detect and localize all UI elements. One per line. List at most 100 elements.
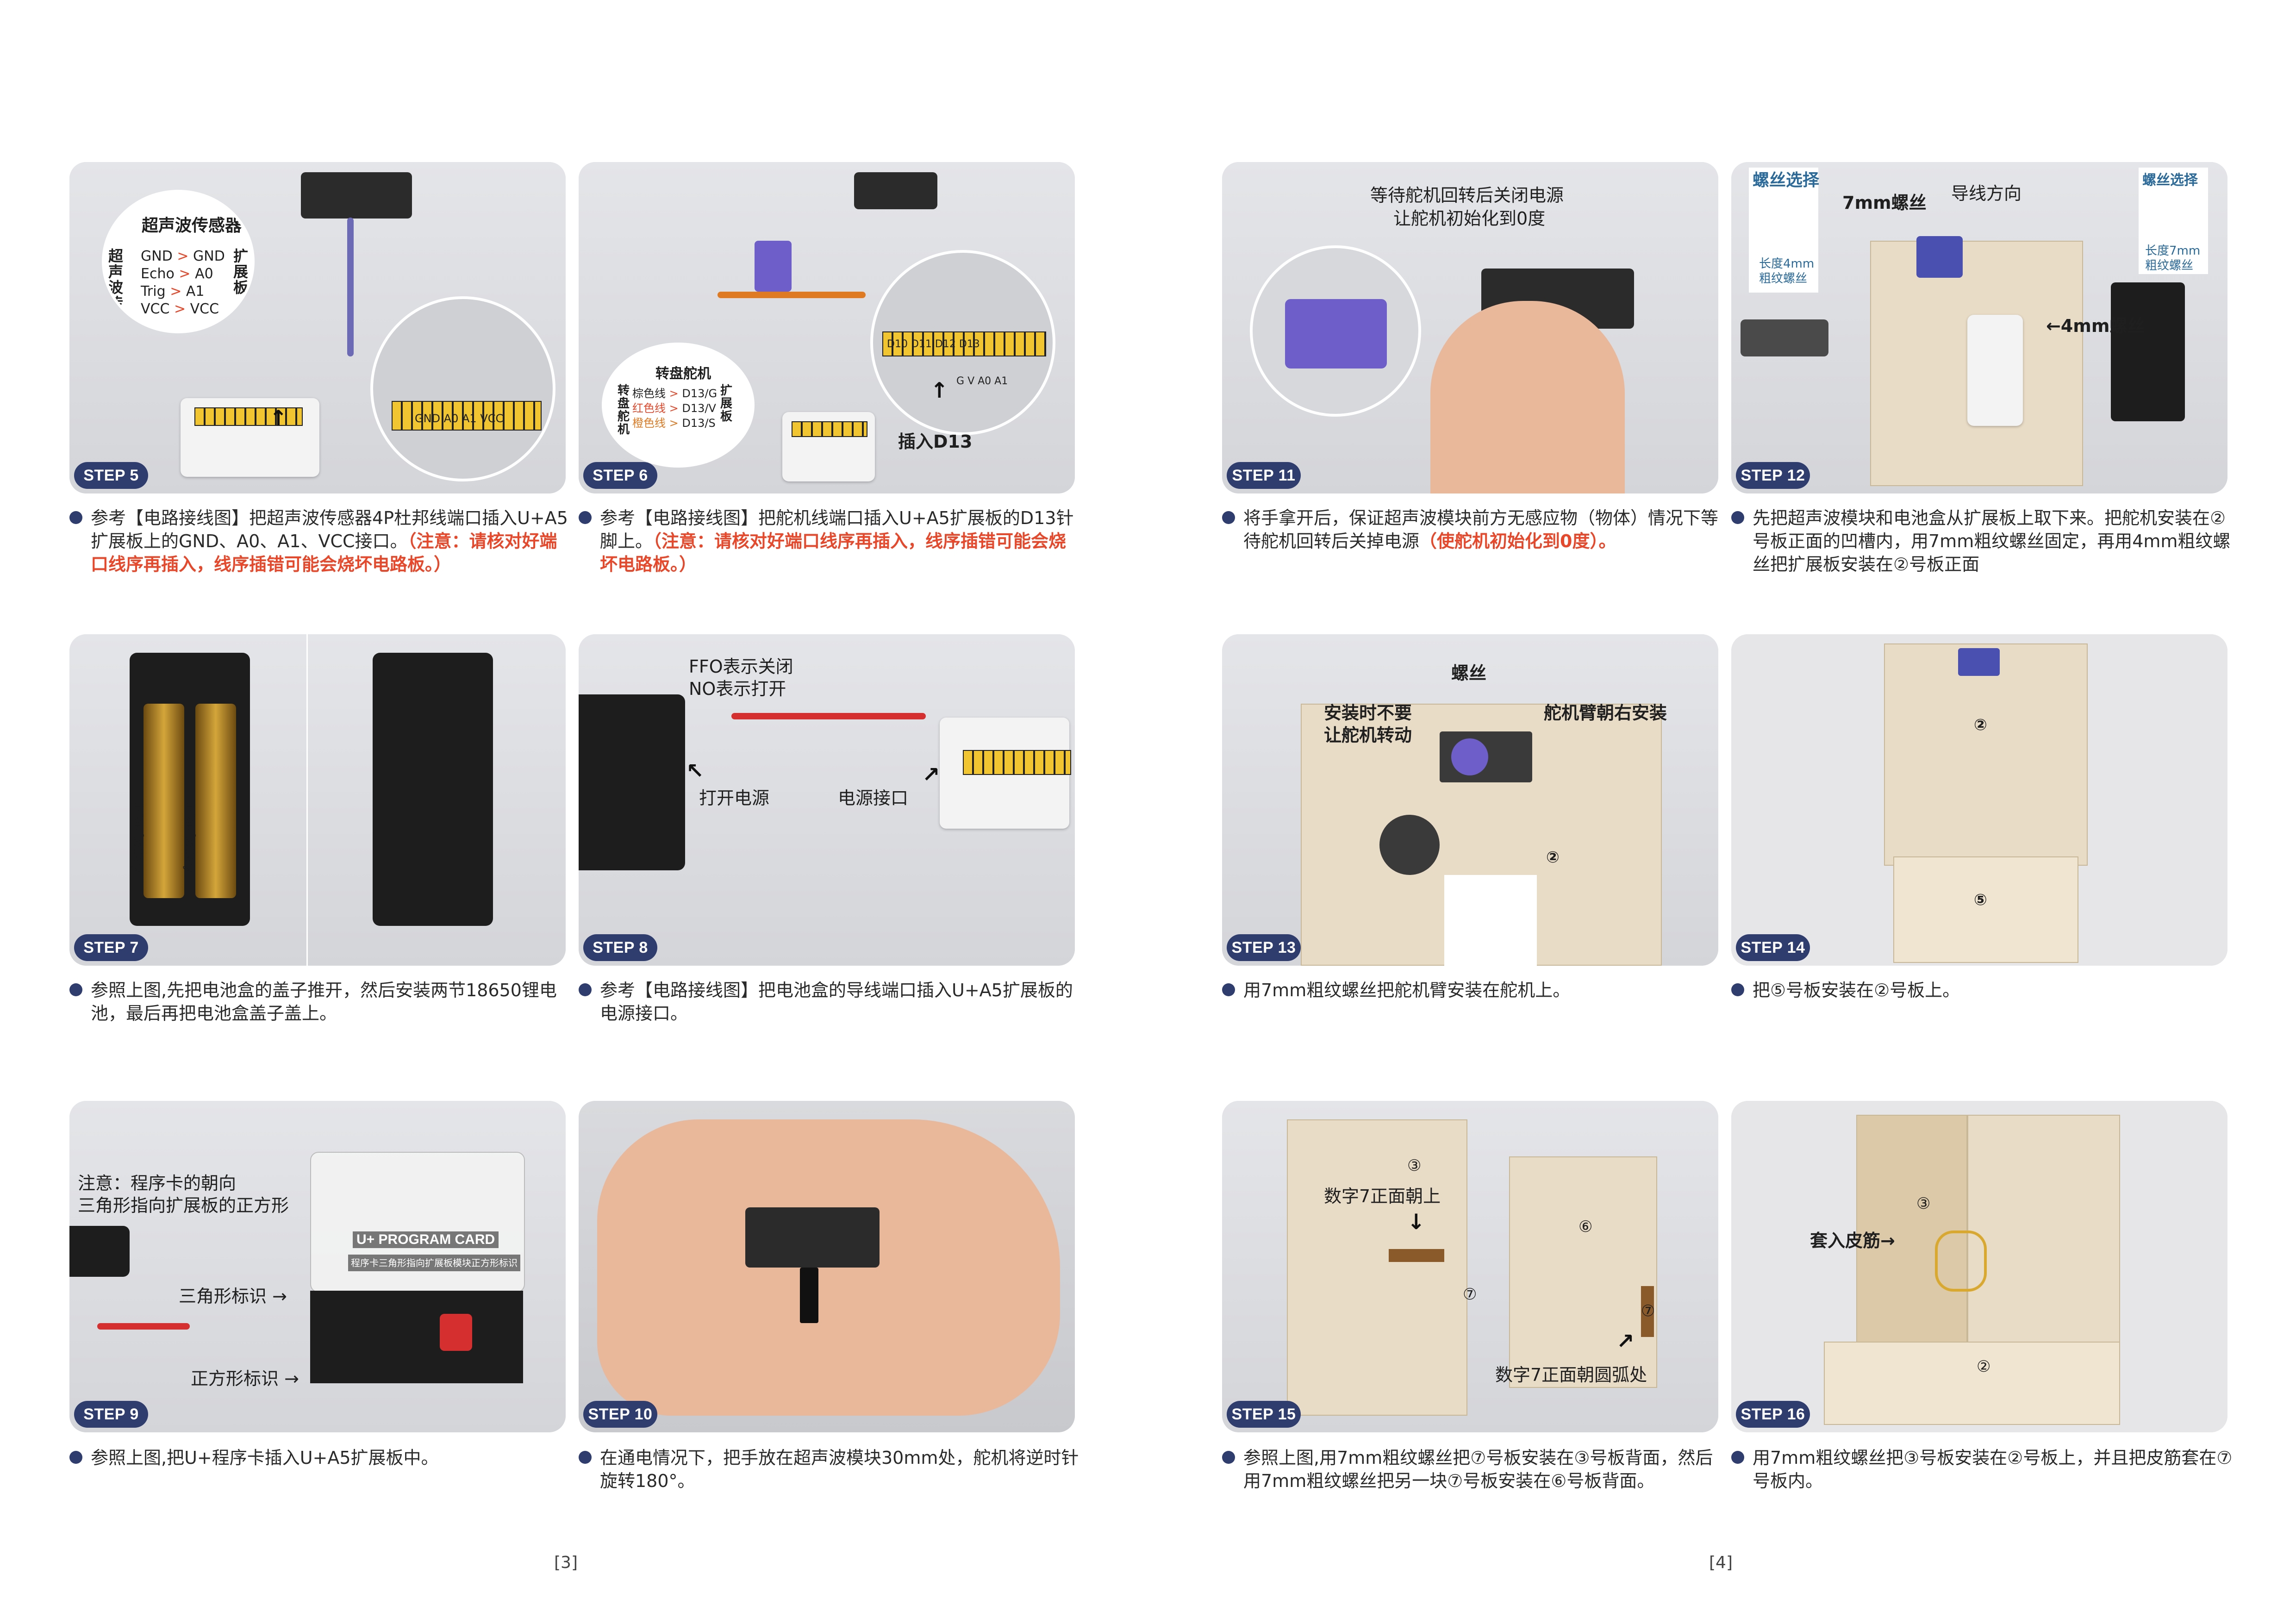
step-7-card: Li-ion battery Li-ion battery STEP 7 xyxy=(69,634,566,966)
step-badge: STEP 15 xyxy=(1227,1401,1301,1428)
card-title: U+ PROGRAM CARD xyxy=(353,1231,499,1248)
hand xyxy=(597,1119,1060,1416)
ultrasonic-module xyxy=(301,172,412,219)
callout-title: 超声波传感器 xyxy=(142,216,242,235)
servo-zoom-circle xyxy=(1250,245,1421,417)
arrow-icon: ↖ xyxy=(686,758,704,783)
step-badge: STEP 11 xyxy=(1227,462,1301,489)
bullet-icon xyxy=(579,511,592,524)
row-brown: 棕色线 > D13/G xyxy=(632,387,718,400)
bullet-icon xyxy=(69,511,82,524)
row-echo: Echo > A0 xyxy=(141,266,213,282)
step-16-caption: 用7mm粗纹螺丝把③号板安装在②号板上，并且把皮筋套在⑦号板内。 xyxy=(1731,1446,2234,1493)
page-number: [3] xyxy=(554,1553,578,1572)
note-line2: 让舵机初始化到0度 xyxy=(1393,208,1546,229)
label-direction: 导线方向 xyxy=(1951,183,2022,204)
expansion-board xyxy=(1967,315,2023,426)
arrow-up-right-icon: ↗ xyxy=(1616,1329,1635,1354)
wiring-callout-circle: 转盘舵机 转盘舵机 棕色线 > D13/G 红色线 > D13/V 橙色线 > … xyxy=(602,343,755,468)
step-badge: STEP 5 xyxy=(74,462,148,489)
step-badge: STEP 10 xyxy=(583,1401,657,1428)
page-number: [4] xyxy=(1709,1553,1733,1572)
arrow-left-icon: ← xyxy=(2046,316,2061,336)
bullet-icon xyxy=(1222,983,1235,996)
arm-label: 舵机臂朝右安装 xyxy=(1544,703,1667,723)
bullet-icon xyxy=(1222,1451,1235,1464)
zoom-pins xyxy=(392,401,542,431)
step-12-card: 螺丝选择 长度4mm 粗纹螺丝 螺丝选择 长度7mm 粗纹螺丝 7mm螺丝 导线… xyxy=(1731,162,2227,493)
step-5-caption: 参考【电路接线图】把超声波传感器4P杜邦线端口插入U+A5扩展板上的GND、A0… xyxy=(69,506,572,576)
program-card: U+ PROGRAM CARD 程序卡三角形指向扩展板模块正方形标识 xyxy=(310,1152,525,1293)
step-16-card: ③ ② 套入皮筋→ STEP 16 xyxy=(1731,1101,2227,1432)
hole xyxy=(1379,815,1440,875)
step-11-caption: 将手拿开后，保证超声波模块前方无感应物（物体）情况下等待舵机回转后关掉电源（使舵… xyxy=(1222,506,1725,553)
servo xyxy=(1916,236,1963,278)
bullet-icon xyxy=(69,1451,82,1464)
step-15-card: ③ ⑥ 数字7正面朝上 ↓ ⑦ ⑦ ↗ 数字7正面朝圆弧处 STEP 15 xyxy=(1222,1101,1718,1432)
step-11-card: 等待舵机回转后关闭电源 让舵机初始化到0度 STEP 11 xyxy=(1222,162,1718,493)
board-number-3: ③ xyxy=(1916,1194,1931,1213)
arrow-up-icon: ↑ xyxy=(930,378,948,403)
wire xyxy=(731,713,926,719)
note-line1: 注意：程序卡的朝向 xyxy=(78,1173,237,1193)
board-3 xyxy=(1287,1119,1467,1416)
battery-box xyxy=(579,694,685,870)
board-number-7b: ⑦ xyxy=(1641,1302,1655,1320)
screw-select-title-2: 螺丝选择 xyxy=(2142,172,2198,188)
arrow-icon: ↗ xyxy=(922,762,940,787)
callout-title: 转盘舵机 xyxy=(655,366,711,382)
row-orange: 橙色线 > D13/S xyxy=(632,417,716,430)
arrow-up-icon: ↑ xyxy=(269,406,287,431)
wire xyxy=(347,218,354,356)
board-7b xyxy=(1641,1286,1654,1337)
board-6 xyxy=(1509,1156,1657,1388)
arc-label: 数字7正面朝圆弧处 xyxy=(1495,1365,1647,1385)
board-number-7a: ⑦ xyxy=(1463,1285,1477,1304)
wire xyxy=(718,292,866,298)
bullet-icon xyxy=(1731,983,1744,996)
connector xyxy=(800,1268,818,1323)
bullet-icon xyxy=(579,1451,592,1464)
step-9-caption: 参照上图,把U+程序卡插入U+A5扩展板中。 xyxy=(69,1446,572,1469)
zoom-pin-labels: GND A0 A1 VCC xyxy=(415,412,504,425)
step-badge: STEP 6 xyxy=(583,462,657,489)
row-gnd: GND > GND xyxy=(141,248,225,264)
pin-header xyxy=(963,750,1071,775)
pin-header xyxy=(194,407,303,426)
battery-holder-closed xyxy=(373,653,493,926)
zoom-pin-labels-top: D10 D11 D12 D13 xyxy=(887,338,980,350)
step-13-caption: 用7mm粗纹螺丝把舵机臂安装在舵机上。 xyxy=(1222,979,1725,1002)
board-2 xyxy=(1967,1115,2120,1355)
screw-label: 螺丝 xyxy=(1451,663,1487,683)
servo xyxy=(1285,299,1387,369)
step-12-caption: 先把超声波模块和电池盒从扩展板上取下来。把舵机安装在②号板正面的凹槽内，用7mm… xyxy=(1731,506,2234,576)
battery-holder-open: Li-ion battery Li-ion battery xyxy=(130,653,250,926)
step-7-caption: 参照上图,先把电池盒的盖子推开，然后安装两节18650锂电池，最后再把电池盒盖子… xyxy=(69,979,572,1025)
cutout xyxy=(1444,875,1537,966)
zoom-pin-labels-bottom: G V A0 A1 xyxy=(956,375,1008,387)
screw-7mm-box: 螺丝选择 长度7mm 粗纹螺丝 xyxy=(2139,168,2208,274)
pin-header xyxy=(792,421,867,437)
board-number-2: ② xyxy=(1974,716,1987,734)
servo xyxy=(755,241,792,292)
board-number-6: ⑥ xyxy=(1578,1218,1593,1236)
battery-box xyxy=(2111,282,2185,421)
bullet-icon xyxy=(1731,1451,1744,1464)
screw-4mm-box: 螺丝选择 长度4mm 粗纹螺丝 xyxy=(1749,168,1819,293)
servo xyxy=(1958,648,2000,676)
warn-line1: 安装时不要 xyxy=(1324,703,1412,723)
step-14-caption: 把⑤号板安装在②号板上。 xyxy=(1731,979,2234,1002)
battery: Li-ion battery xyxy=(183,704,236,898)
up-label: 数字7正面朝上 xyxy=(1324,1186,1441,1206)
wiring-callout-circle: 超声波传感器 超声波传感器 GND > GND Echo > A0 Trig >… xyxy=(102,190,255,333)
step-8-caption: 参考【电路接线图】把电池盒的导线端口插入U+A5扩展板的电源接口。 xyxy=(579,979,1081,1025)
pin-zoom-circle: GND A0 A1 VCC xyxy=(370,296,555,481)
square-label: 正方形标识 → xyxy=(191,1368,299,1389)
callout-right-vertical: 扩展板 xyxy=(233,247,249,296)
red-button xyxy=(440,1314,472,1351)
screw-4mm-length: 长度4mm xyxy=(1759,257,1815,271)
step-15-caption: 参照上图,用7mm粗纹螺丝把⑦号板安装在③号板背面，然后用7mm粗纹螺丝把另一块… xyxy=(1222,1446,1725,1493)
bullet-icon xyxy=(579,983,592,996)
step-badge: STEP 12 xyxy=(1736,462,1810,489)
arrow-right-icon: → xyxy=(272,1286,287,1306)
